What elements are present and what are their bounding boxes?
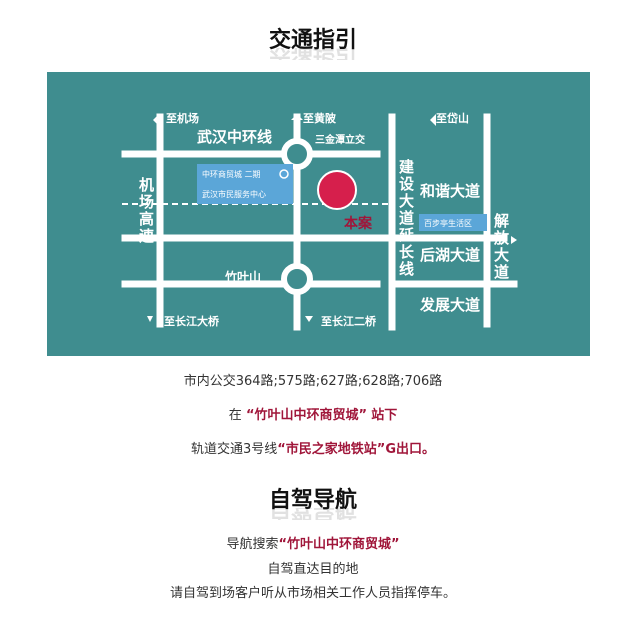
road-name-fazhan: 发展大道 [419,296,480,314]
zone-box [419,214,487,231]
arrow-jiefang-icon [511,236,517,244]
section-title-navigation: 自驾导航 [268,488,357,513]
road-name-zhuyeshan: 竹叶山 [224,269,261,284]
arrow-daishan-icon [430,114,436,126]
arrow-airport-icon [153,114,159,126]
label-to-daishan: 至岱山 [436,111,469,125]
mall-label: 中环商贸城 二期 [202,169,261,179]
metro-line: 轨道交通3号线“市民之家地铁站”G出口。 [0,438,626,457]
label-to-airport: 至机场 [166,111,199,125]
road-name-houhu: 后湖大道 [420,246,480,264]
label-to-changjiang-bridge: 至长江大桥 [164,314,220,328]
mall-box [197,164,293,204]
bus-routes: 市内公交364路;575路;627路;628路;706路 [183,374,443,389]
label-to-huangpi: 至黄陂 [303,111,336,125]
project-label: 本案 [344,215,373,232]
project-marker [317,170,357,210]
metro-station: “市民之家地铁站” [277,442,386,457]
bus-stop-suffix: 站下 [371,408,398,423]
road-name-jiefang: 解放大道 [493,212,510,281]
citizen-center-label: 武汉市民服务中心 [202,189,266,199]
zone-label: 百步亭生活区 [424,218,472,228]
interchange-sanjintan [281,138,313,170]
map-background [47,72,590,356]
road-name-jianshe: 建设大道延长线 [398,158,415,278]
road-network [121,113,518,331]
section-title-navigation-reflection: 自驾导航 [0,508,626,520]
nav-search-line: 导航搜索“竹叶山中环商贸城” [0,533,626,552]
metro-exit: G出口。 [385,442,436,457]
interchange-zhuyeshan [281,263,313,295]
bus-stop-line: 在 “竹叶山中环商贸城” 站下 [0,404,626,423]
road-name-airport-hwy: 机场高速 [139,176,154,245]
nav-prefix: 导航搜索 [226,537,279,552]
road-name-hexie: 和谐大道 [420,182,480,200]
label-to-changjiang-bridge2: 至长江二桥 [321,314,377,328]
direction-arrows [147,114,517,322]
bus-stop-prefix: 在 [228,408,242,423]
section-title-traffic: 交通指引 [268,28,357,53]
bus-stop-name: “竹叶山中环商贸城” [245,408,368,423]
traffic-map: 中环商贸城 二期 武汉市民服务中心 百步亭生活区 至机场 至黄陂 至岱山 至长江… [47,72,590,356]
metro-prefix: 轨道交通3号线 [190,442,278,457]
nav-destination: “竹叶山中环商贸城” [278,537,400,552]
vertical-road-labels: 机场高速 建设大道延长线 解放大道 [139,158,510,281]
arrow-changjiang-icon [147,316,153,322]
arrow-changjiang2-icon [305,316,313,322]
section-title-traffic-reflection: 交通指引 [0,48,626,60]
road-name-sanjintan: 三金潭立交 [315,133,365,146]
mall-ring-icon [279,169,289,179]
parking-note: 请自驾到场客户听从市场相关工作人员指挥停车。 [169,586,456,601]
road-name-ring: 武汉中环线 [197,128,272,146]
arrow-huangpi-icon [291,114,303,120]
nav-direct-line: 自驾直达目的地 [267,562,359,577]
